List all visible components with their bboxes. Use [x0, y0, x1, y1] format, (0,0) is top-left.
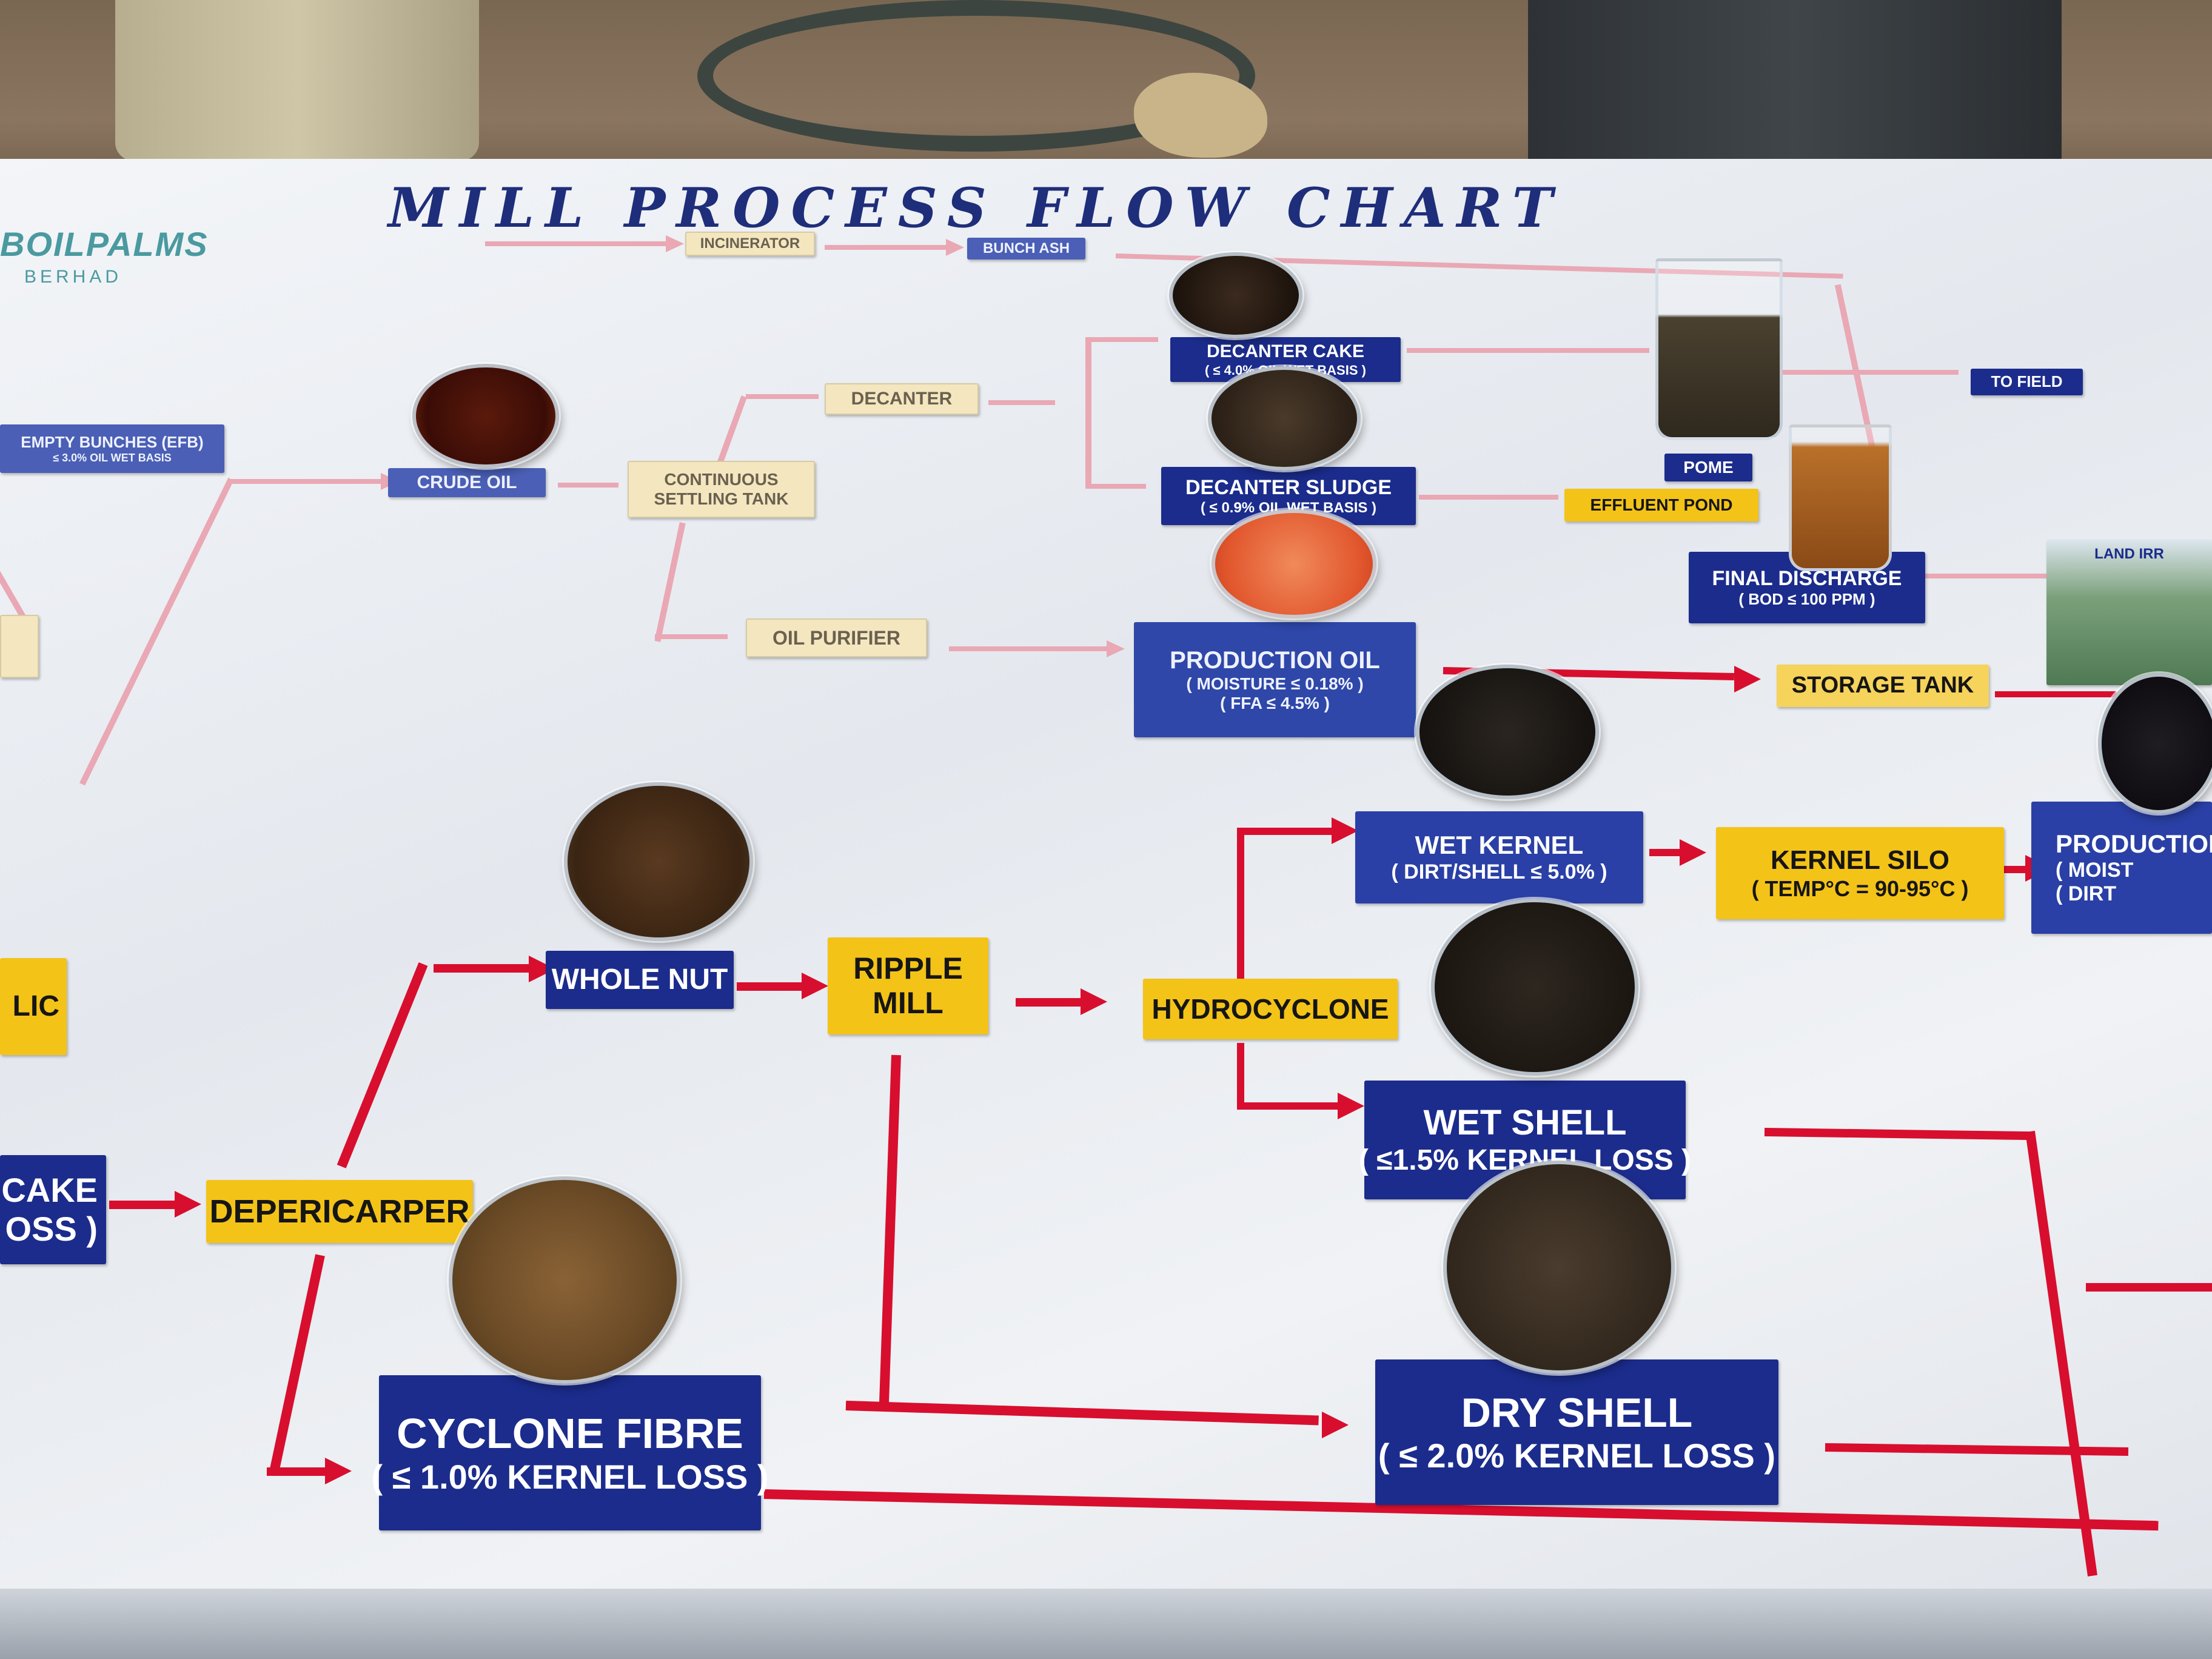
flow-line	[825, 245, 946, 250]
flow-arrow	[1332, 817, 1358, 844]
bunch-ash-label: BUNCH ASH	[967, 238, 1085, 260]
flow-arrow	[666, 235, 684, 252]
production-kernel-sample-dish	[2098, 673, 2212, 814]
flow-line	[434, 964, 531, 973]
whole-nut-box: WHOLE NUT	[546, 951, 734, 1009]
flow-arrow	[1081, 988, 1107, 1015]
production-oil-sample-dish	[1212, 509, 1376, 618]
empty-bunches-box: EMPTY BUNCHES (EFB) ≤ 3.0% OIL WET BASIS	[0, 424, 224, 473]
to-field-box: TO FIELD	[1971, 369, 2083, 395]
flow-line	[1237, 1102, 1340, 1110]
board-edge	[0, 1589, 2212, 1659]
pome-sample-beaker	[1655, 258, 1783, 440]
wet-kernel-sample-dish	[1416, 665, 1599, 799]
hydrocyclone-box: HYDROCYCLONE	[1143, 979, 1398, 1039]
flow-arrow	[325, 1458, 352, 1484]
flow-line	[949, 646, 1107, 651]
flow-line	[988, 400, 1055, 405]
storage-tank-box: STORAGE TANK	[1777, 665, 1989, 707]
company-logo-sub: BERHAD	[24, 267, 122, 287]
flow-arrow	[175, 1191, 201, 1218]
decanter-cake-sample-dish	[1169, 252, 1302, 338]
flow-line	[1085, 484, 1146, 489]
press-cake-box-partial: CAKE OSS )	[0, 1155, 106, 1264]
flow-line	[1085, 337, 1091, 489]
depericarper-box: DEPERICARPER	[206, 1180, 473, 1243]
flow-line	[267, 1467, 327, 1476]
flow-line	[2086, 1283, 2212, 1292]
kernel-silo-box: KERNEL SILO ( TEMP°C = 90-95°C )	[1716, 827, 2004, 919]
production-oil-box: PRODUCTION OIL ( MOISTURE ≤ 0.18% ) ( FF…	[1134, 622, 1416, 737]
flow-arrow	[1680, 839, 1706, 866]
flow-line	[1922, 574, 2062, 578]
crude-oil-box: CRUDE OIL	[388, 468, 546, 497]
rock	[1134, 73, 1267, 158]
flow-line	[1237, 828, 1244, 979]
effluent-pond-box: EFFLUENT POND	[1564, 489, 1758, 521]
board-title: MILL PROCESS FLOW CHART	[388, 176, 1564, 240]
flow-line	[737, 982, 803, 991]
flow-line	[1649, 849, 1680, 856]
partial-yellow-box: LIC	[0, 958, 67, 1055]
dry-shell-sample-dish	[1443, 1161, 1675, 1374]
production-kernel-box: PRODUCTION ( MOIST ( DIRT	[2031, 802, 2212, 934]
flow-arrow	[946, 239, 964, 256]
flow-line	[109, 1201, 176, 1209]
decanter-sludge-box: DECANTER SLUDGE ( ≤ 0.9% OIL WET BASIS )	[1161, 467, 1416, 525]
crude-oil-sample-dish	[412, 364, 559, 468]
flow-arrow	[1338, 1093, 1364, 1119]
cyclone-fibre-box: CYCLONE FIBRE ( ≤ 1.0% KERNEL LOSS )	[371, 1375, 769, 1530]
flow-line	[1085, 337, 1158, 342]
decanter-sludge-sample-dish	[1208, 366, 1361, 471]
flow-line	[230, 479, 382, 484]
flow-line	[1995, 691, 2116, 697]
flow-line	[1016, 998, 1082, 1007]
cyclone-fibre-sample-dish	[449, 1176, 680, 1384]
partial-pale-box	[0, 615, 39, 678]
wet-shell-sample-dish	[1431, 899, 1638, 1076]
land-irrigation-photo: LAND IRR	[2046, 540, 2212, 685]
flow-line	[2001, 866, 2025, 873]
flow-line	[746, 394, 819, 399]
company-logo: BOILPALMS	[0, 225, 209, 263]
person-left-legs	[115, 0, 479, 161]
final-discharge-sample-beaker	[1789, 424, 1892, 571]
whole-nut-sample-dish	[564, 782, 753, 941]
flow-arrow	[1107, 640, 1125, 657]
pome-box: POME	[1664, 454, 1752, 481]
incinerator-label: INCINERATOR	[685, 232, 815, 256]
cst-box: CONTINUOUS SETTLING TANK	[628, 461, 815, 518]
flow-line	[1237, 1043, 1244, 1110]
flow-line	[655, 634, 728, 639]
flow-arrow	[1734, 666, 1761, 692]
flow-line	[1407, 348, 1649, 353]
flow-arrow	[1322, 1412, 1349, 1438]
flow-arrow	[802, 973, 828, 999]
flow-line	[558, 483, 618, 488]
flow-line	[1419, 495, 1558, 500]
flow-line	[485, 241, 667, 246]
oil-purifier-box: OIL PURIFIER	[746, 618, 927, 657]
ripple-mill-box: RIPPLE MILL	[828, 937, 988, 1034]
wet-kernel-box: WET KERNEL ( DIRT/SHELL ≤ 5.0% )	[1355, 811, 1643, 903]
dry-shell-box: DRY SHELL ( ≤ 2.0% KERNEL LOSS )	[1375, 1359, 1778, 1505]
flow-line	[1237, 828, 1334, 835]
decanter-box: DECANTER	[825, 383, 979, 415]
